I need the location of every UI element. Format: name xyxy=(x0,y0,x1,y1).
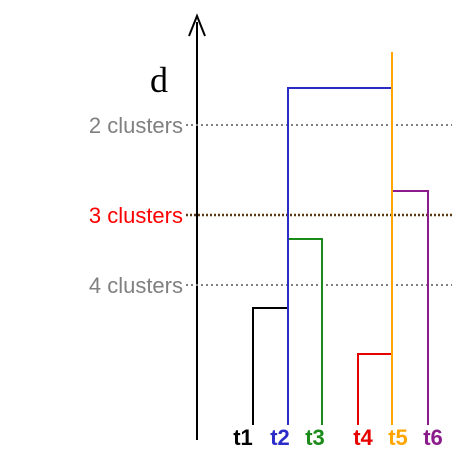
dendrogram-branches xyxy=(252,52,429,425)
branch-t6 xyxy=(392,190,429,425)
threshold-3-clusters: 3 clusters xyxy=(89,203,452,228)
leaf-label-t2: t2 xyxy=(270,425,290,450)
threshold-4-clusters: 4 clusters xyxy=(89,273,452,298)
leaf-label-t4: t4 xyxy=(353,425,373,450)
threshold-label: 2 clusters xyxy=(89,113,183,138)
distance-axis: d xyxy=(150,13,206,440)
branch-t2-root xyxy=(287,87,392,425)
branch-t3 xyxy=(288,238,323,425)
leaf-label-t5: t5 xyxy=(388,425,408,450)
leaf-labels: t1 t2 t3 t4 t5 t6 xyxy=(233,425,443,450)
threshold-label: 3 clusters xyxy=(89,203,183,228)
axis-label: d xyxy=(150,60,168,100)
branch-t1-t2 xyxy=(252,307,288,425)
threshold-2-clusters: 2 clusters xyxy=(89,113,452,138)
axis-arrowhead xyxy=(188,13,206,37)
leaf-label-t1: t1 xyxy=(233,425,253,450)
branch-t4-t5 xyxy=(357,353,392,425)
threshold-label: 4 clusters xyxy=(89,273,183,298)
leaf-label-t6: t6 xyxy=(423,425,443,450)
leaf-label-t3: t3 xyxy=(305,425,325,450)
